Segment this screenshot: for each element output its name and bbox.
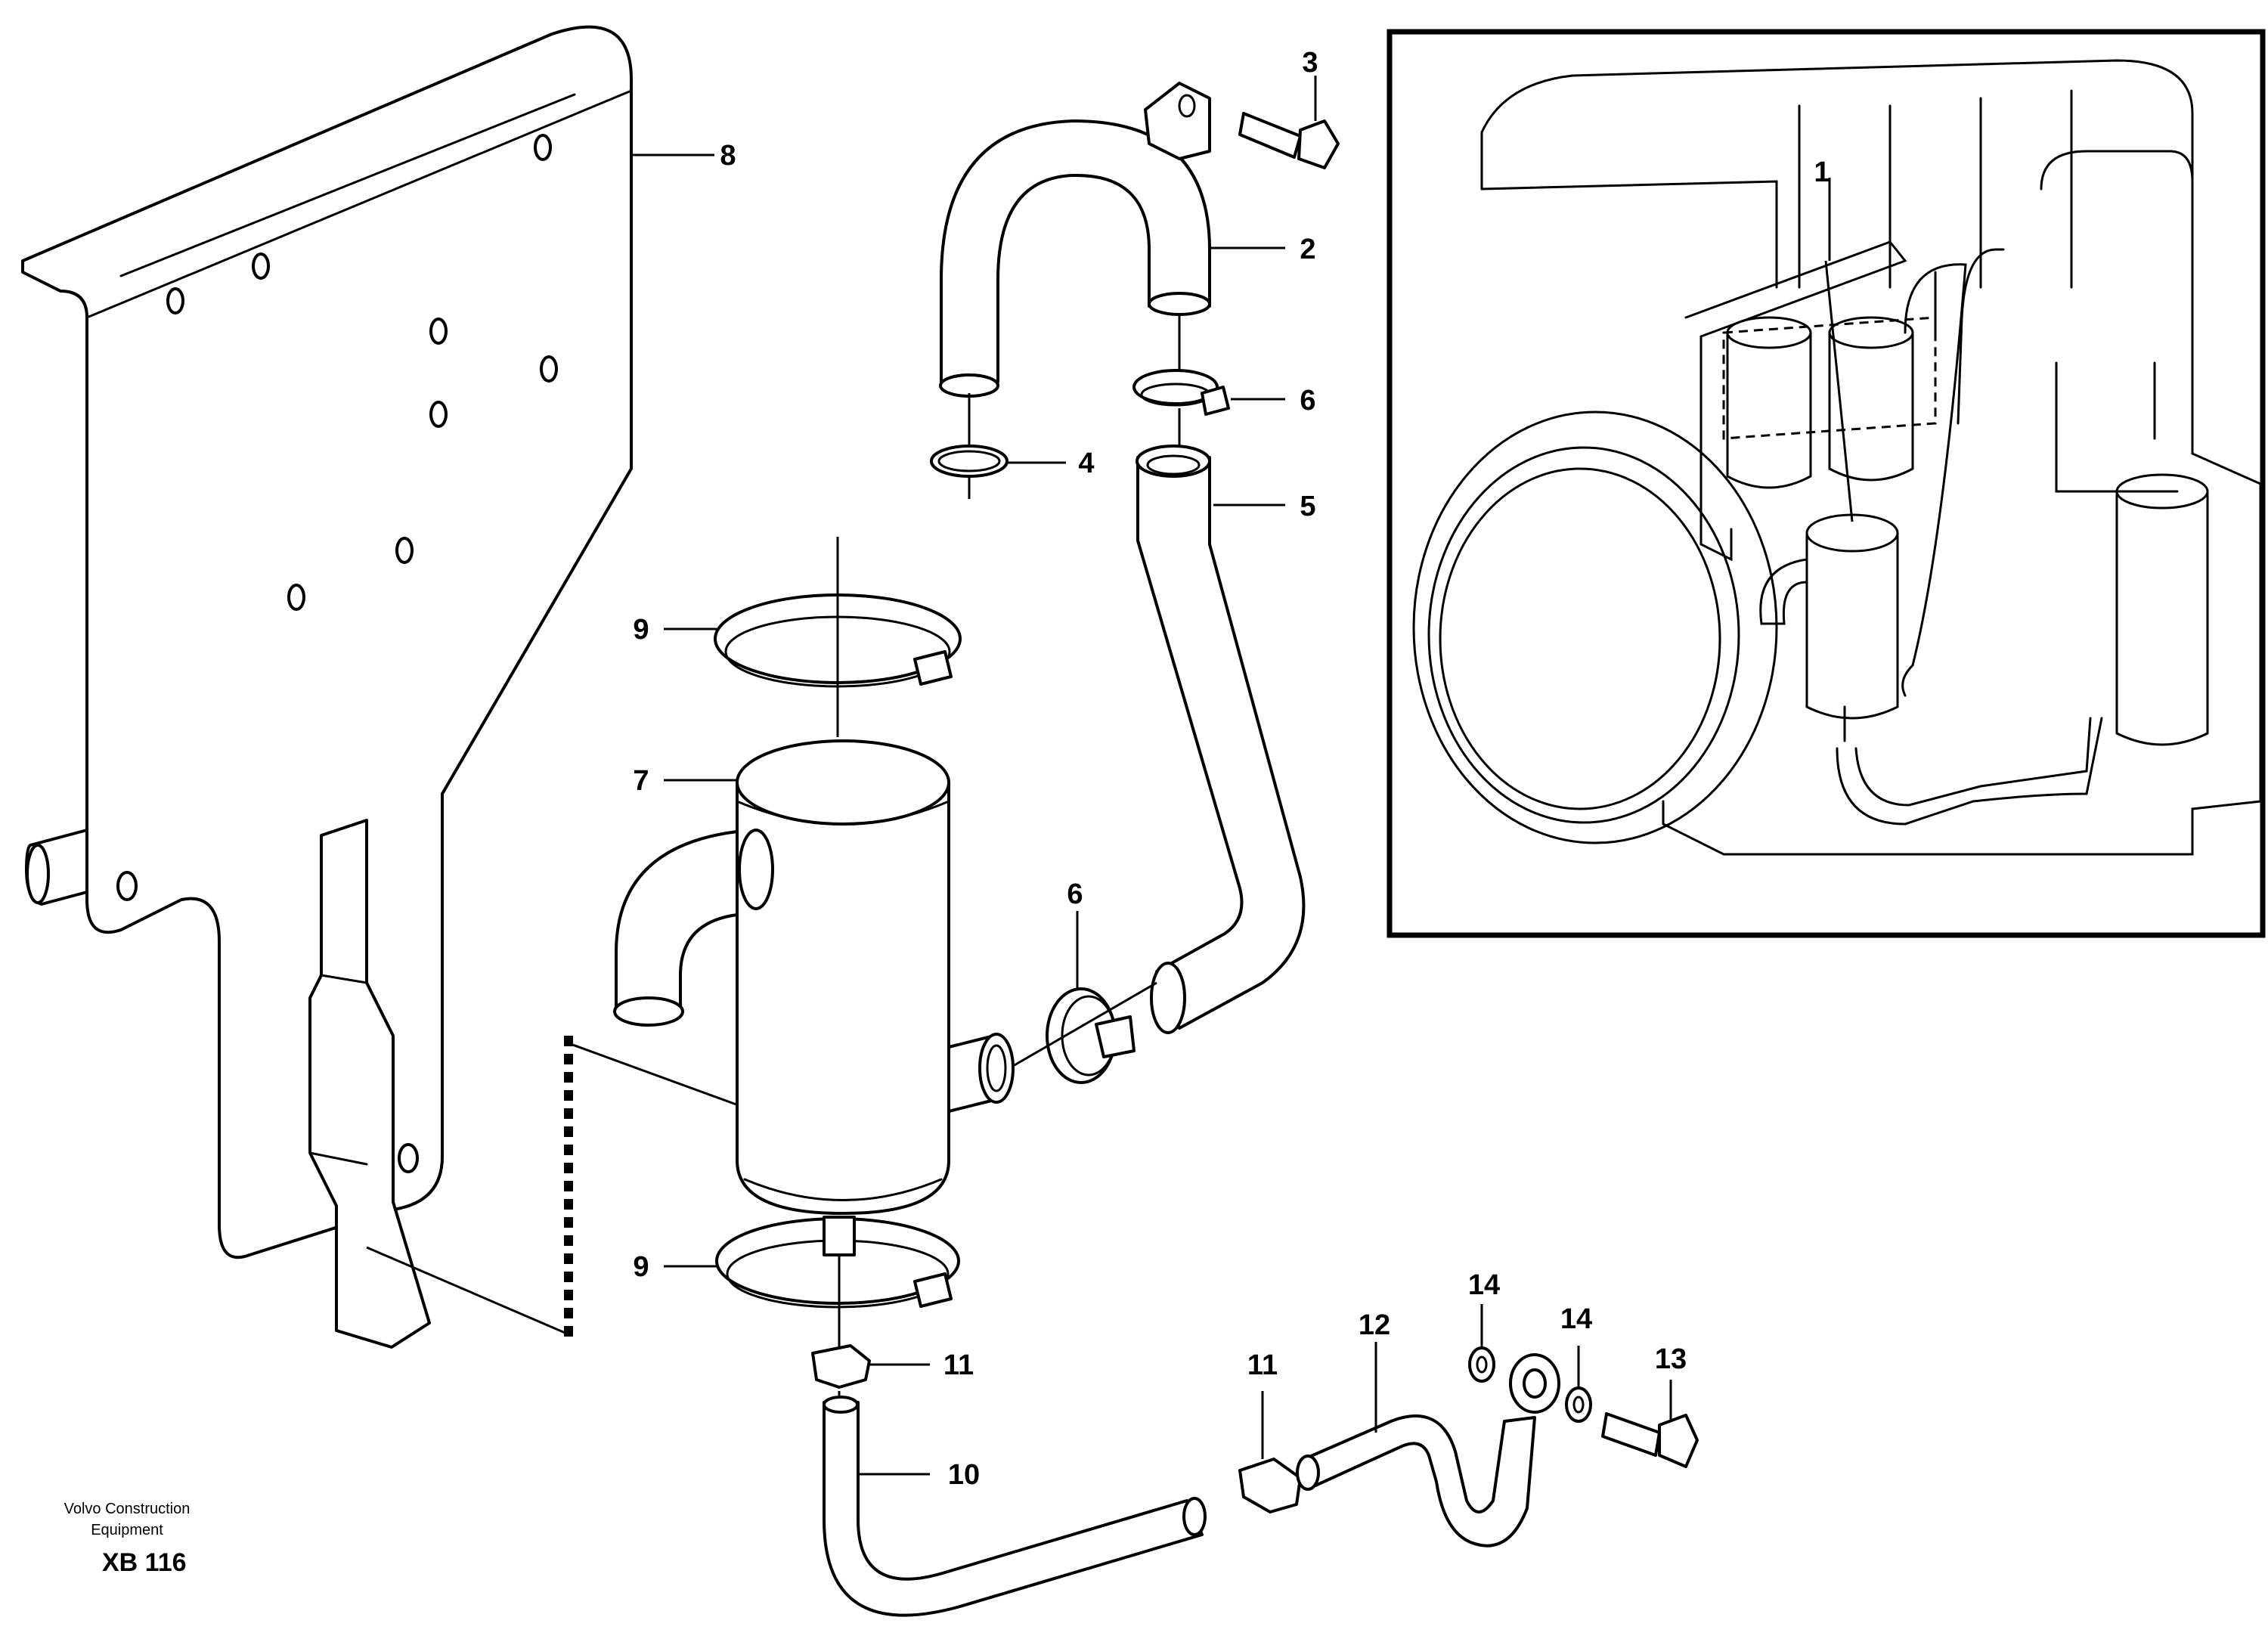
- part-label-5: 5: [1300, 491, 1315, 522]
- part-label-6-middle: 6: [1067, 878, 1083, 910]
- mounting-bolt: [1238, 112, 1340, 169]
- drain-hose: [823, 1396, 1207, 1617]
- hose-clamp-middle: [1046, 987, 1136, 1084]
- part-label-14-right: 14: [1560, 1303, 1592, 1335]
- footer-company-line2: Equipment: [91, 1522, 163, 1538]
- part-label-13: 13: [1655, 1343, 1687, 1375]
- part-label-4: 4: [1078, 448, 1094, 479]
- vent-hose: [1136, 445, 1306, 1034]
- small-clamp-left: [811, 1344, 871, 1389]
- footer-company-line1: Volvo Construction: [64, 1501, 191, 1517]
- part-label-2: 2: [1300, 234, 1315, 265]
- part-label-12: 12: [1359, 1309, 1390, 1341]
- footer-drawing-code: XB 116: [102, 1548, 187, 1577]
- part-label-9-top: 9: [633, 614, 649, 646]
- part-label-7: 7: [633, 765, 649, 797]
- mounting-bracket: [21, 25, 633, 1259]
- drain-pipe: [1296, 1353, 1560, 1548]
- part-label-1: 1: [1814, 156, 1830, 188]
- part-label-14-left: 14: [1468, 1269, 1500, 1301]
- banjo-bolt: [1601, 1412, 1699, 1468]
- strap: [308, 819, 431, 1349]
- part-label-8: 8: [720, 140, 736, 172]
- part-label-9-bottom: 9: [633, 1251, 649, 1283]
- washer-right: [1565, 1386, 1592, 1423]
- oil-trap-canister: [613, 739, 1015, 1215]
- inset-overview: [1387, 29, 2266, 938]
- part-label-6-upper: 6: [1300, 385, 1315, 417]
- hose-clamp-bottom: [715, 1217, 960, 1309]
- part-label-10: 10: [948, 1459, 980, 1491]
- part-label-11-left: 11: [943, 1349, 974, 1381]
- part-label-3: 3: [1302, 47, 1318, 79]
- hose-clamp-upper: [1132, 369, 1230, 416]
- part-label-11-right: 11: [1247, 1349, 1278, 1381]
- small-clamp-right: [1238, 1458, 1302, 1513]
- upper-bent-hose: [939, 82, 1211, 398]
- washer-left: [1468, 1346, 1495, 1383]
